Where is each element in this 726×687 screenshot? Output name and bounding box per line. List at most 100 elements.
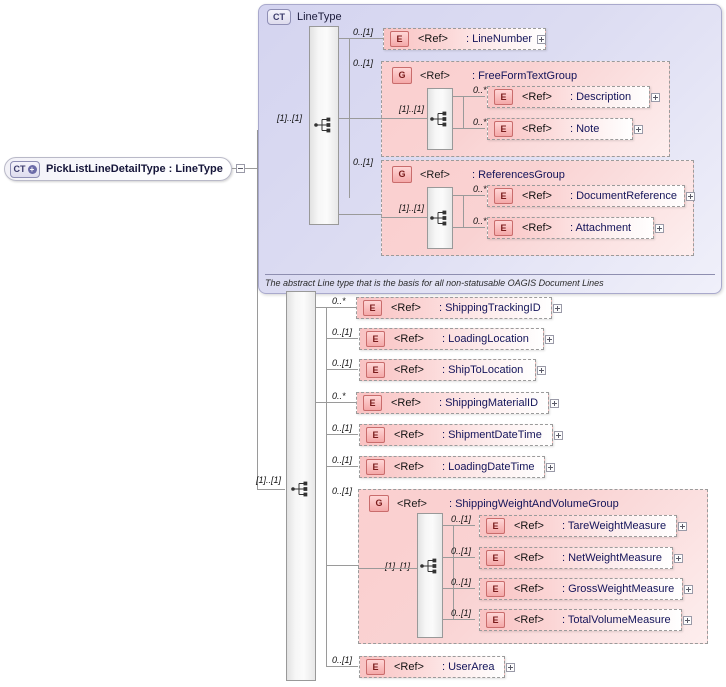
linetype-sequence-cardinality: [1]..[1] xyxy=(277,113,303,123)
extension-sequence-bar[interactable] xyxy=(286,291,316,681)
element-userarea[interactable]: E <Ref> : UserArea xyxy=(359,656,505,678)
group-name: : FreeFormTextGroup xyxy=(471,69,578,82)
element-name: : NetWeightMeasure xyxy=(561,552,663,564)
element-badge: E xyxy=(390,31,409,47)
expand-tareweightmeasure-icon[interactable] xyxy=(678,522,687,531)
expand-loadingdatetime-icon[interactable] xyxy=(546,463,555,472)
element-name: : LoadingLocation xyxy=(441,333,529,345)
group-badge: G xyxy=(392,166,412,183)
element-totalvolumemeasure[interactable]: E <Ref> : TotalVolumeMeasure xyxy=(479,609,682,631)
element-netweightmeasure[interactable]: E <Ref> : NetWeightMeasure xyxy=(479,547,673,569)
complex-type-badge: CT+ xyxy=(10,160,40,178)
connector-attachment xyxy=(453,227,485,228)
sequence-compositor-icon xyxy=(314,117,331,133)
connector-shippingweightandvolumegroup xyxy=(326,565,358,566)
element-ref-label: <Ref> xyxy=(394,333,424,345)
cardinality-tareweightmeasure: 0..[1] xyxy=(451,514,472,524)
cardinality-loadinglocation: 0..[1] xyxy=(332,327,353,337)
element-name: : UserArea xyxy=(441,661,495,673)
element-name: : Attachment xyxy=(569,222,632,234)
connector-into-freeformtext-seq xyxy=(381,118,427,119)
element-badge: E xyxy=(494,220,513,236)
element-badge: E xyxy=(486,612,505,628)
element-shiptolocation[interactable]: E <Ref> : ShipToLocation xyxy=(359,359,536,381)
expand-shiptolocation-icon[interactable] xyxy=(537,366,546,375)
element-name: : LoadingDateTime xyxy=(441,461,535,473)
element-tareweightmeasure[interactable]: E <Ref> : TareWeightMeasure xyxy=(479,515,677,537)
complex-type-badge-label: CT xyxy=(13,163,26,174)
sequence-compositor-icon xyxy=(430,111,447,127)
element-ref-label: <Ref> xyxy=(394,429,424,441)
connector-linenumber xyxy=(339,38,383,39)
element-name: : Description xyxy=(569,91,632,103)
element-badge: E xyxy=(366,427,385,443)
element-linenumber[interactable]: E <Ref> : LineNumber xyxy=(383,28,546,50)
cardinality-attachment: 0..* xyxy=(473,216,487,226)
element-name: : ShippingTrackingID xyxy=(438,302,541,314)
group-freeformtextgroup[interactable]: G <Ref> : FreeFormTextGroup xyxy=(381,61,670,157)
expand-netweightmeasure-icon[interactable] xyxy=(674,554,683,563)
shippingweight-sequence-cardinality: [1]..[1] xyxy=(385,561,411,571)
element-name: : DocumentReference xyxy=(569,190,677,202)
cardinality-linenumber: 0..[1] xyxy=(353,27,374,37)
element-ref-label: <Ref> xyxy=(514,614,544,626)
element-description[interactable]: E <Ref> : Description xyxy=(487,86,650,108)
element-documentreference[interactable]: E <Ref> : DocumentReference xyxy=(487,185,685,207)
expand-documentreference-icon[interactable] xyxy=(686,192,695,201)
sequence-compositor-icon xyxy=(291,481,308,497)
shippingweight-sequence-bar[interactable] xyxy=(417,513,443,638)
cardinality-shippingmaterialid: 0..* xyxy=(332,391,346,401)
cardinality-description: 0..* xyxy=(473,85,487,95)
expand-shipmentdatetime-icon[interactable] xyxy=(554,431,563,440)
expand-description-icon[interactable] xyxy=(651,93,660,102)
expand-note-icon[interactable] xyxy=(634,125,643,134)
connector-loadinglocation xyxy=(326,338,358,339)
expand-userarea-icon[interactable] xyxy=(506,663,515,672)
element-name: : TotalVolumeMeasure xyxy=(561,614,671,626)
element-shippingtrackingid[interactable]: E <Ref> : ShippingTrackingID xyxy=(356,297,552,319)
element-ref-label: <Ref> xyxy=(514,520,544,532)
element-ref-label: <Ref> xyxy=(418,33,448,45)
expand-grossweightmeasure-icon[interactable] xyxy=(684,585,693,594)
element-badge: E xyxy=(366,459,385,475)
connector-extension-fanout xyxy=(326,307,327,667)
element-badge: E xyxy=(366,331,385,347)
expand-shippingmaterialid-icon[interactable] xyxy=(550,399,559,408)
element-ref-label: <Ref> xyxy=(522,222,552,234)
root-node-label: PickListLineDetailType : LineType xyxy=(46,163,223,175)
element-badge: E xyxy=(494,89,513,105)
element-loadinglocation[interactable]: E <Ref> : LoadingLocation xyxy=(359,328,544,350)
connector-freeformtextgroup xyxy=(349,118,381,119)
element-badge: E xyxy=(366,362,385,378)
connector-into-references-seq xyxy=(381,217,427,218)
expand-loadinglocation-icon[interactable] xyxy=(545,335,554,344)
connector-shippingmaterialid xyxy=(316,402,358,403)
connector-shiptolocation xyxy=(326,369,358,370)
connector-main-trunk xyxy=(257,130,258,490)
complex-type-expand-icon[interactable]: + xyxy=(27,164,37,174)
element-note[interactable]: E <Ref> : Note xyxy=(487,118,633,140)
root-complex-type-node[interactable]: CT+ PickListLineDetailType : LineType xyxy=(4,157,232,181)
expand-shippingtrackingid-icon[interactable] xyxy=(553,304,562,313)
element-name: : ShipmentDateTime xyxy=(441,429,542,441)
element-ref-label: <Ref> xyxy=(514,583,544,595)
expand-attachment-icon[interactable] xyxy=(655,224,664,233)
element-badge: E xyxy=(494,188,513,204)
element-shippingmaterialid[interactable]: E <Ref> : ShippingMaterialID xyxy=(356,392,549,414)
element-grossweightmeasure[interactable]: E <Ref> : GrossWeightMeasure xyxy=(479,578,683,600)
element-ref-label: <Ref> xyxy=(514,552,544,564)
element-loadingdatetime[interactable]: E <Ref> : LoadingDateTime xyxy=(359,456,545,478)
connector-toggle-to-trunk xyxy=(245,168,257,169)
expand-totalvolumemeasure-icon[interactable] xyxy=(683,616,692,625)
element-name: : Note xyxy=(569,123,600,135)
root-collapse-toggle[interactable] xyxy=(236,164,245,173)
cardinality-shippingweightandvolumegroup: 0..[1] xyxy=(332,486,353,496)
element-attachment[interactable]: E <Ref> : Attachment xyxy=(487,217,654,239)
element-ref-label: <Ref> xyxy=(522,91,552,103)
element-shipmentdatetime[interactable]: E <Ref> : ShipmentDateTime xyxy=(359,424,553,446)
group-ref-label: <Ref> xyxy=(397,497,427,510)
element-name: : ShipToLocation xyxy=(441,364,524,376)
group-badge: G xyxy=(369,495,389,512)
connector-grossweightmeasure xyxy=(443,588,475,589)
expand-linenumber-icon[interactable] xyxy=(537,35,546,44)
